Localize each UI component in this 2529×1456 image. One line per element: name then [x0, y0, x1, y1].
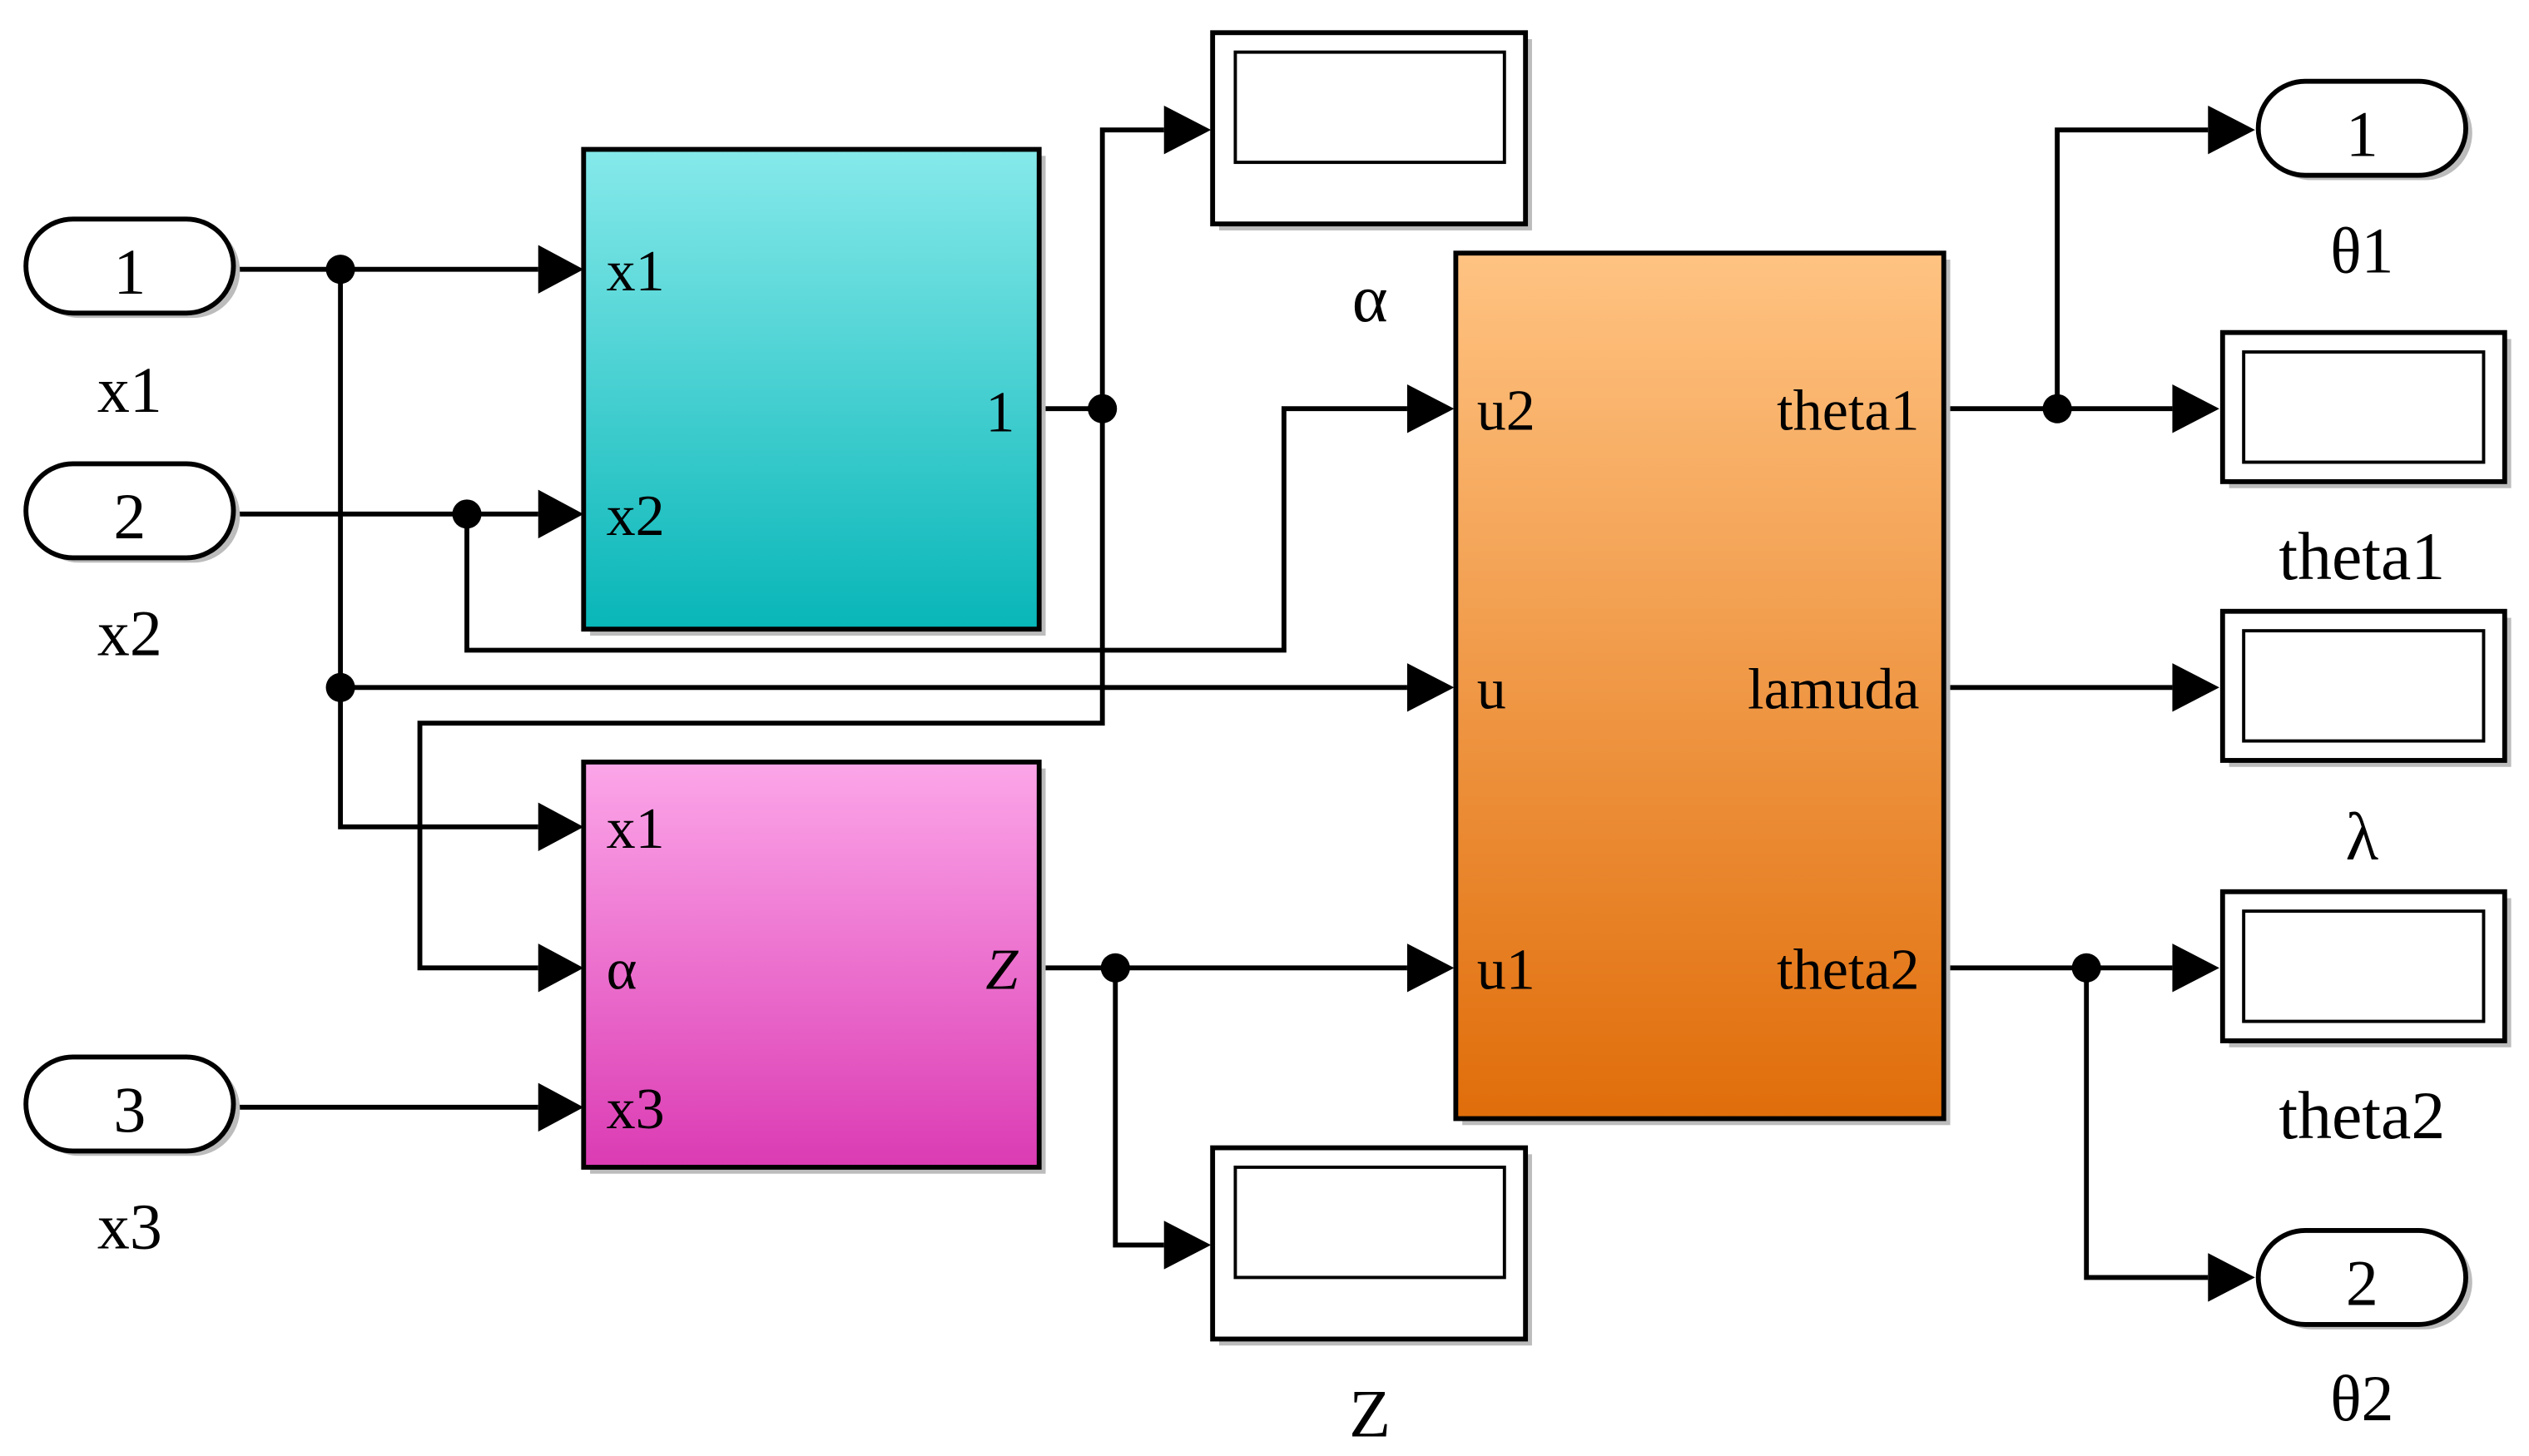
port-label-in: α — [607, 938, 637, 1003]
branch-point — [1088, 394, 1118, 423]
arrowhead — [2208, 1253, 2255, 1302]
port-label-in: u — [1477, 658, 1506, 722]
arrowhead — [538, 1082, 584, 1132]
inport-x1[interactable]: 1 x1 — [23, 216, 241, 426]
arrowhead — [538, 943, 584, 993]
inport-number: 1 — [113, 236, 146, 308]
port-label-in: x1 — [607, 240, 665, 304]
display-label: Z — [1349, 1375, 1391, 1451]
inport-number: 2 — [113, 481, 146, 552]
display-theta1[interactable]: theta1 — [2219, 329, 2512, 594]
arrowhead — [538, 245, 584, 294]
outport-label: θ1 — [2330, 215, 2393, 287]
branch-points — [325, 255, 2101, 983]
signal-arrowheads — [538, 105, 2255, 1302]
branch-point — [2042, 394, 2072, 423]
port-label-out: theta2 — [1777, 938, 1919, 1003]
port-label-in: x1 — [607, 797, 665, 861]
branch-point — [325, 255, 355, 285]
branch-point — [452, 499, 482, 529]
port-label-in: u1 — [1477, 938, 1535, 1003]
signal-lines — [235, 127, 2209, 1280]
subsystem-magenta[interactable]: x1 α x3 Z — [581, 759, 1046, 1174]
port-label-out: Z — [985, 938, 1019, 1003]
outport-theta2[interactable]: 2 θ2 — [2255, 1227, 2472, 1434]
display-label: α — [1352, 260, 1388, 336]
display-label: theta1 — [2279, 518, 2445, 594]
arrowhead — [1163, 105, 1212, 155]
display-theta2[interactable]: theta2 — [2219, 889, 2512, 1153]
arrowhead — [1406, 384, 1455, 433]
port-label-out: 1 — [985, 381, 1014, 445]
subsystem-orange[interactable]: u2 u u1 theta1 lamuda theta2 — [1453, 250, 1951, 1126]
branch-point — [325, 672, 355, 702]
inport-label: x3 — [97, 1191, 162, 1262]
branch-point — [2071, 953, 2101, 983]
display-label: λ — [2346, 799, 2379, 874]
port-label-in: x3 — [607, 1077, 665, 1142]
outport-number: 2 — [2346, 1248, 2378, 1320]
inport-label: x1 — [97, 354, 162, 426]
display-label: theta2 — [2279, 1077, 2445, 1153]
arrowhead — [2208, 105, 2255, 155]
port-label-in: x2 — [607, 484, 665, 548]
arrowhead — [1406, 943, 1455, 993]
outport-number: 1 — [2346, 98, 2378, 170]
arrowhead — [2172, 663, 2219, 712]
branch-point — [1100, 953, 1130, 983]
inport-number: 3 — [113, 1074, 146, 1146]
display-lambda[interactable]: λ — [2219, 608, 2512, 874]
arrowhead — [538, 489, 584, 539]
arrowhead — [2172, 384, 2219, 433]
display-alpha[interactable]: α — [1210, 30, 1532, 336]
outport-theta1[interactable]: 1 θ1 — [2255, 78, 2472, 287]
subsystem-cyan[interactable]: x1 x2 1 — [581, 146, 1046, 636]
port-label-in: u2 — [1477, 379, 1535, 443]
inport-x2[interactable]: 2 x2 — [23, 461, 241, 669]
port-label-out: lamuda — [1748, 658, 1919, 722]
arrowhead — [1163, 1221, 1212, 1270]
inport-label: x2 — [97, 597, 162, 669]
outport-label: θ2 — [2330, 1363, 2393, 1434]
port-label-out: theta1 — [1777, 379, 1919, 443]
arrowhead — [1406, 663, 1455, 712]
display-z[interactable]: Z — [1210, 1145, 1532, 1452]
inport-x3[interactable]: 3 x3 — [23, 1054, 241, 1262]
arrowhead — [2172, 943, 2219, 993]
arrowhead — [538, 802, 584, 852]
